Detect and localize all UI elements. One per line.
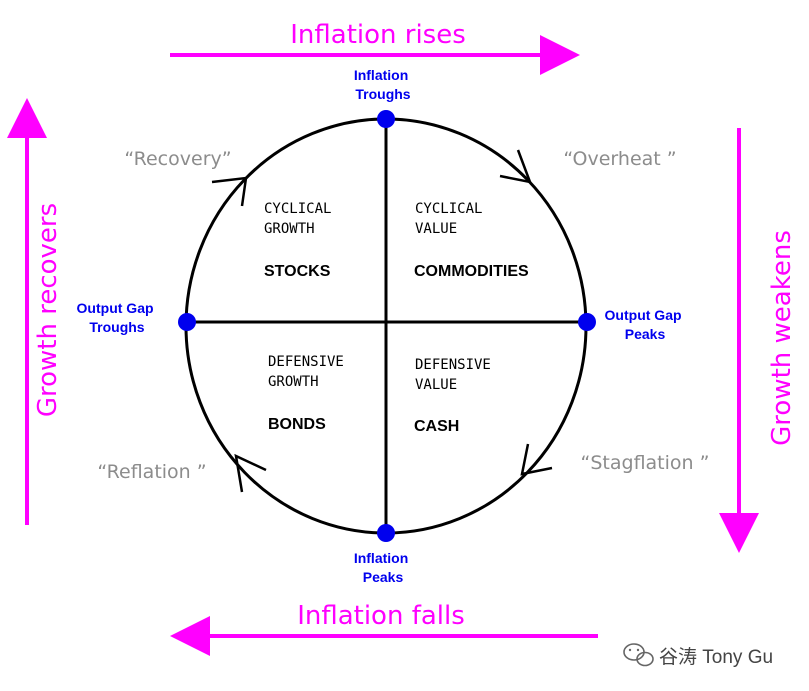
- inflation-troughs-label: Inflation Troughs: [354, 67, 412, 102]
- growth-weakens-label: Growth weakens: [767, 230, 797, 446]
- inflation-troughs-node: [377, 110, 395, 128]
- watermark-text: 谷涛 Tony Gu: [659, 646, 773, 668]
- overheat-phase-label: “Overheat ”: [563, 148, 676, 170]
- inflation-peaks-node: [377, 524, 395, 542]
- quadrant-bottom-left: DEFENSIVE GROWTH BONDS: [268, 354, 352, 433]
- overheat-direction-arrow: [499, 149, 532, 184]
- reflation-direction-arrow: [234, 453, 267, 493]
- inflation-peaks-label: Inflation Peaks: [354, 550, 412, 585]
- quadrant-asset-label: COMMODITIES: [414, 263, 529, 280]
- stagflation-direction-arrow: [520, 443, 553, 476]
- quadrant-style-label: CYCLICAL VALUE: [415, 201, 491, 237]
- quadrant-asset-label: CASH: [414, 418, 459, 435]
- reflation-phase-label: “Reflation ”: [97, 461, 206, 483]
- quadrant-style-label: DEFENSIVE VALUE: [415, 357, 499, 393]
- stagflation-phase-label: “Stagflation ”: [581, 452, 710, 474]
- output-gap-troughs-node: [178, 313, 196, 331]
- quadrant-style-label: CYCLICAL GROWTH: [264, 201, 340, 237]
- inflation-rises-label: Inflation rises: [290, 20, 466, 50]
- recovery-direction-arrow: [211, 176, 248, 207]
- watermark: 谷涛 Tony Gu: [623, 643, 773, 668]
- growth-recovers-label: Growth recovers: [33, 203, 63, 417]
- output-gap-troughs-label: Output Gap Troughs: [77, 300, 158, 335]
- inflation-falls-label: Inflation falls: [297, 601, 465, 631]
- quadrant-style-label: DEFENSIVE GROWTH: [268, 354, 352, 390]
- quadrant-top-left: CYCLICAL GROWTH STOCKS: [264, 201, 340, 280]
- quadrant-top-right: CYCLICAL VALUE COMMODITIES: [414, 201, 529, 280]
- wechat-icon: [623, 643, 654, 667]
- quadrant-asset-label: STOCKS: [264, 263, 331, 280]
- quadrant-bottom-right: DEFENSIVE VALUE CASH: [414, 357, 499, 435]
- recovery-phase-label: “Recovery”: [124, 148, 231, 170]
- output-gap-peaks-label: Output Gap Peaks: [605, 307, 686, 342]
- output-gap-peaks-node: [578, 313, 596, 331]
- quadrant-asset-label: BONDS: [268, 416, 326, 433]
